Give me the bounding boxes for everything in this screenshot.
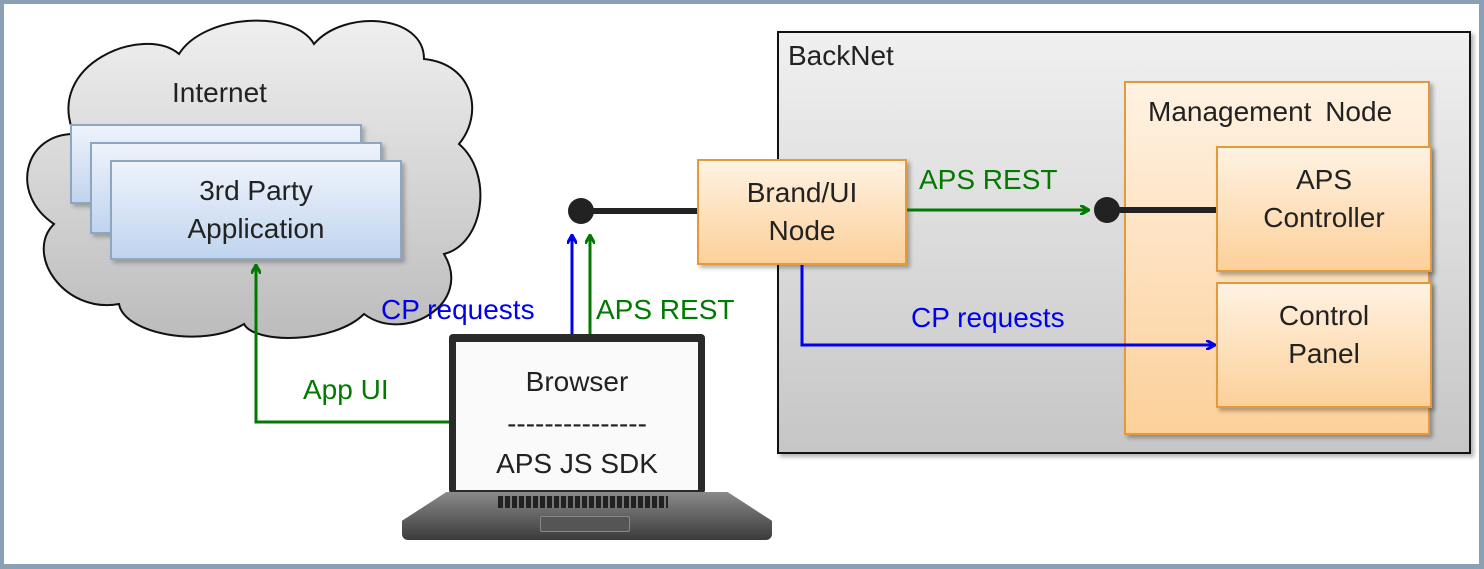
laptop-trackpad bbox=[540, 516, 630, 532]
app-ui-edge bbox=[256, 266, 459, 424]
sdk-label: APS JS SDK bbox=[496, 448, 658, 479]
separator-label: --------------- bbox=[507, 408, 647, 439]
app-line2: Application bbox=[187, 213, 325, 244]
aps-controller-line2: Controller bbox=[1263, 202, 1385, 233]
brand-aps-rest-label: APS REST bbox=[919, 164, 1058, 195]
laptop: Browser --------------- APS JS SDK bbox=[390, 334, 780, 559]
control-panel-box: Control Panel bbox=[1216, 282, 1432, 408]
brand-ui-node-box: Brand/UI Node bbox=[697, 159, 907, 265]
laptop-screen bbox=[456, 342, 698, 490]
control-panel-line2: Panel bbox=[1288, 338, 1360, 369]
third-party-app-box: 3rd Party Application bbox=[110, 160, 402, 260]
internet-label: Internet bbox=[172, 77, 267, 108]
aps-controller-box: APS Controller bbox=[1216, 146, 1432, 272]
control-panel-line1: Control bbox=[1278, 300, 1370, 331]
brand-node-line1: Brand/UI bbox=[746, 177, 858, 208]
brand-cp-requests-label: CP requests bbox=[911, 302, 1065, 333]
diagram-canvas: BackNet 3rd Party Application Internet M… bbox=[4, 4, 1479, 564]
browser-cp-requests-label: CP requests bbox=[381, 294, 535, 325]
backnet-label: BackNet bbox=[788, 40, 894, 71]
management-node-label: Management Node bbox=[1148, 96, 1393, 127]
browser-label: Browser bbox=[525, 366, 629, 397]
laptop-keyboard bbox=[498, 496, 668, 508]
aps-controller-line1: APS bbox=[1295, 164, 1353, 195]
browser-aps-rest-label: APS REST bbox=[596, 294, 735, 325]
browser-junction-dot bbox=[568, 198, 594, 224]
app-ui-label: App UI bbox=[303, 374, 389, 405]
app-line1: 3rd Party bbox=[199, 175, 313, 206]
brand-node-line2: Node bbox=[768, 215, 836, 246]
